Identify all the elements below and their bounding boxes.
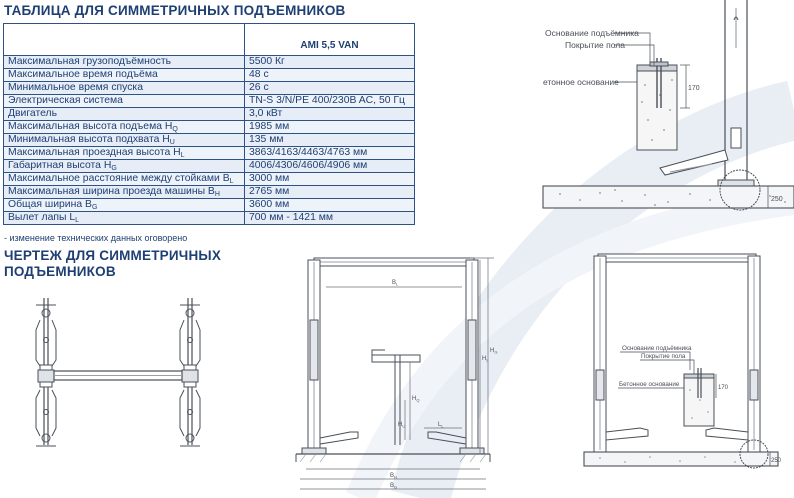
table-heading: ТАБЛИЦА ДЛЯ СИММЕТРИЧНЫХ ПОДЪЕМНИКОВ	[4, 3, 346, 18]
spec-label: Электрическая система	[3, 94, 245, 108]
side-detail-top	[542, 0, 794, 211]
spec-value: 48 с	[244, 68, 415, 82]
drawing-heading-line2: ПОДЪЕМНИКОВ	[4, 264, 116, 279]
spec-label: Вылет лапы LL	[3, 211, 245, 225]
spec-table: AMI 5,5 VAN Максимальная грузоподъёмност…	[3, 23, 415, 225]
spec-value: 3,0 кВт	[244, 107, 415, 121]
detail-bottom-dim-170: 170	[718, 385, 729, 391]
detail-top-base-label: Основание подъёмника	[545, 28, 639, 38]
dim-bl-label: BL	[392, 280, 399, 287]
spec-value: 3000 мм	[244, 172, 415, 186]
dim-hg-label: HG	[490, 348, 497, 355]
dim-hq-label: HQ	[412, 396, 419, 403]
drawing-heading-line1: ЧЕРТЕЖ ДЛЯ СИММЕТРИЧНЫХ	[4, 248, 222, 263]
dim-ll-label: LL	[438, 422, 444, 429]
spec-label: Максимальное время подъёма	[3, 68, 245, 82]
footnote: - изменение технических данных оговорено	[4, 233, 188, 243]
dim-bh-label: BH	[390, 473, 397, 480]
detail-top-concrete-label: етонное основание	[543, 77, 619, 87]
spec-value: 1985 мм	[244, 120, 415, 134]
detail-bottom-floor-label: Покрытие пола	[641, 353, 686, 360]
detail-top-dim-170: 170	[688, 85, 700, 92]
spec-label: Общая ширина BG	[3, 198, 245, 212]
table-row: Максимальное расстояние между стойками B…	[3, 172, 415, 186]
model-header: AMI 5,5 VAN	[244, 23, 415, 56]
dim-hl-label: HL	[482, 356, 489, 363]
spec-label: Габаритная высота HG	[3, 159, 245, 173]
spec-value: 700 мм - 1421 мм	[244, 211, 415, 225]
table-corner	[3, 23, 245, 56]
spec-value: 2765 мм	[244, 185, 415, 199]
dim-bg-label: BG	[390, 483, 397, 490]
spec-label: Максимальная ширина проезда машины BH	[3, 185, 245, 199]
spec-label: Минимальная высота подхвата HU	[3, 133, 245, 147]
top-view-drawing	[35, 298, 201, 447]
dim-hu-label: HU	[398, 422, 405, 429]
spec-value: 26 с	[244, 81, 415, 95]
detail-top-floor-label: Покрытие пола	[565, 40, 625, 50]
side-view-drawing	[583, 253, 779, 469]
detail-bottom-base-label: Основание подъёмника	[622, 345, 692, 352]
detail-bottom-dim-250: 250	[771, 458, 782, 464]
front-view-drawing	[295, 257, 494, 490]
drawing-heading: ЧЕРТЕЖ ДЛЯ СИММЕТРИЧНЫХ ПОДЪЕМНИКОВ	[4, 248, 244, 280]
detail-top-dim-250: 250	[771, 196, 783, 203]
spec-value: 4006/4306/4606/4906 мм	[244, 159, 415, 173]
detail-bottom-concrete-label: Бетонное основание	[619, 381, 680, 388]
spec-value: 3863/4163/4463/4763 мм	[244, 146, 415, 160]
